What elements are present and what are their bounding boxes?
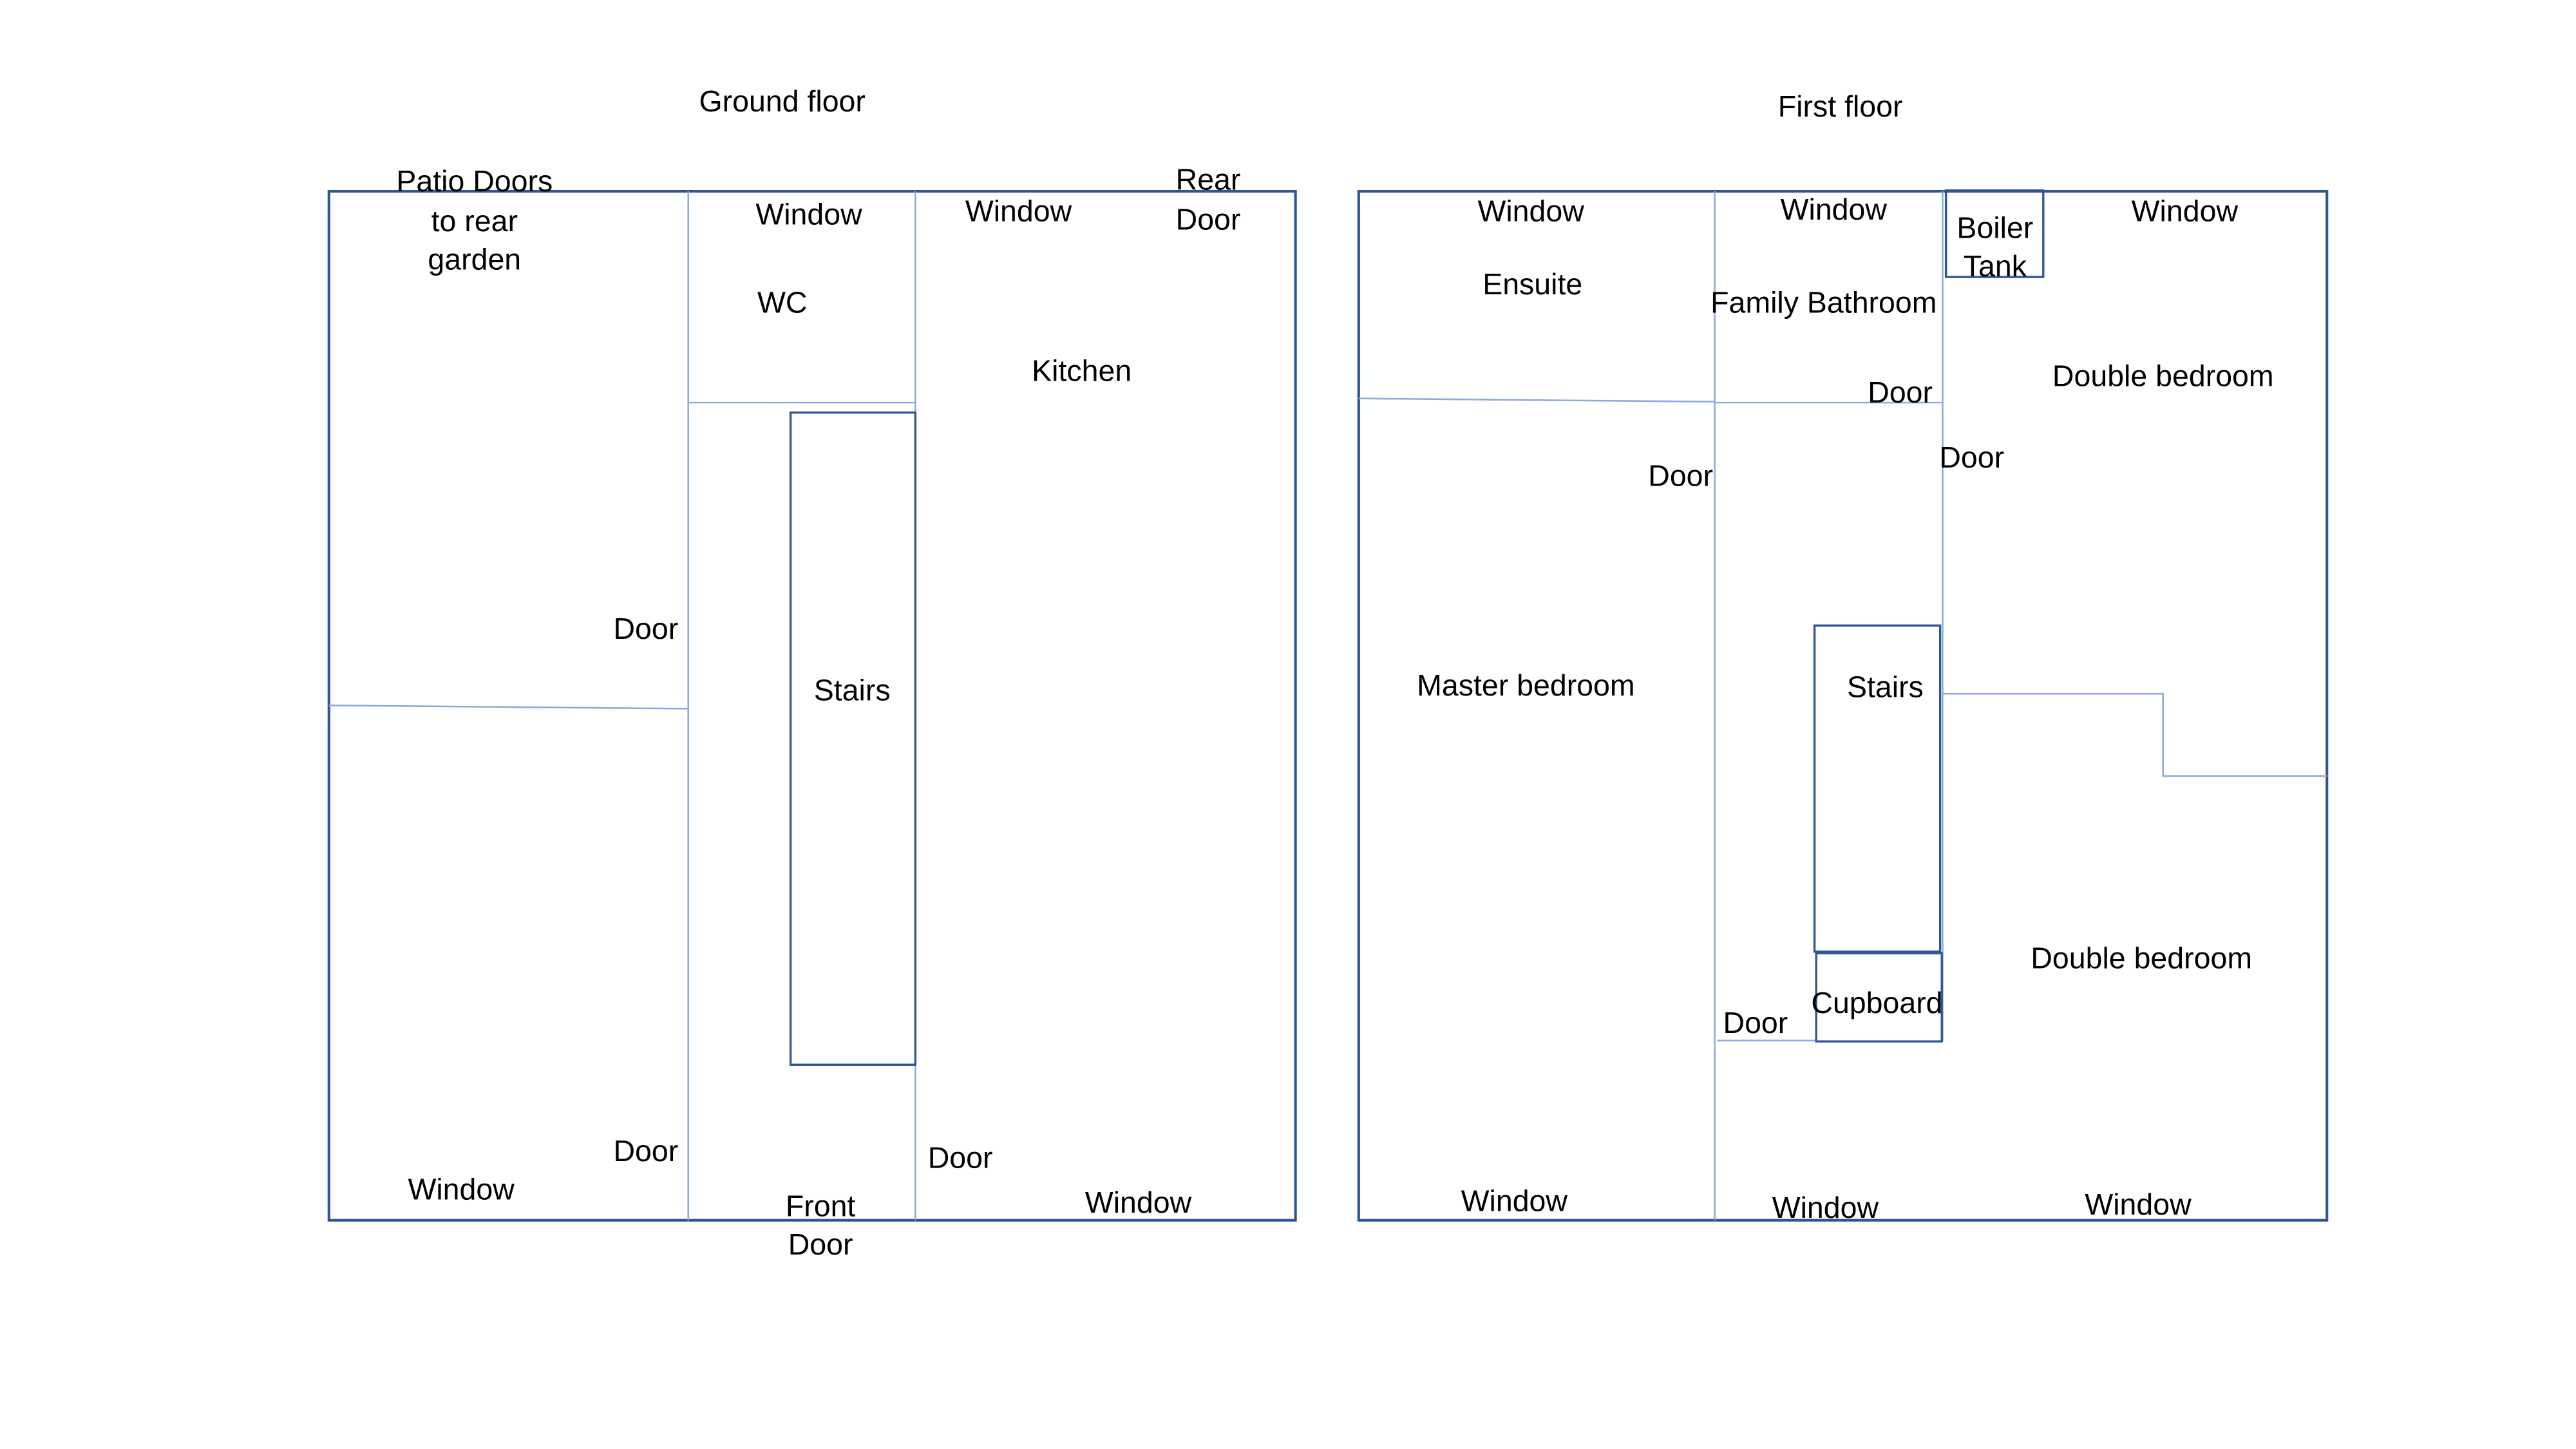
master-door-label: Door xyxy=(1648,459,1713,492)
landing-door-label: Door xyxy=(1723,1006,1788,1039)
boiler-label-line1: Boiler xyxy=(1956,211,2033,244)
kitchen-window-label: Window xyxy=(965,194,1072,228)
rear-door-label-line1: Rear xyxy=(1176,162,1241,196)
rear-bedroom-window-label: Window xyxy=(2132,194,2239,228)
ground-floor-outline xyxy=(327,190,1297,1222)
ground-floor-stairs-box xyxy=(789,411,917,1066)
rear-double-bedroom-label: Double bedroom xyxy=(2052,359,2274,392)
landing-window-label: Window xyxy=(1772,1191,1879,1224)
ground-floor-wall-dining xyxy=(328,705,688,710)
first-floor-outline xyxy=(1357,190,2329,1222)
wc-label: WC xyxy=(757,286,807,319)
ensuite-label: Ensuite xyxy=(1482,267,1582,301)
first-floor-stairs-box xyxy=(1813,624,1942,953)
patio-doors-label-line1: Patio Doors xyxy=(396,164,553,198)
first-floor-wall-bedrooms xyxy=(1942,692,2327,777)
front-door-label-line1: Front xyxy=(786,1189,856,1222)
ground-stairs-label: Stairs xyxy=(814,674,891,707)
ground-floor-title: Ground floor xyxy=(699,84,866,118)
kitchen-label: Kitchen xyxy=(1032,354,1132,388)
first-floor-wall-ensuite xyxy=(1358,397,1715,403)
rear-bedroom-door-label: Door xyxy=(1939,440,2004,474)
kitchen-front-window-label: Window xyxy=(1085,1186,1192,1219)
first-floor-plan: First floor Window Window Boiler Tank Wi… xyxy=(1357,90,2329,1224)
wc-window-label: Window xyxy=(755,198,862,231)
cupboard-label: Cupboard xyxy=(1811,986,1942,1019)
front-door-label-line2: Door xyxy=(788,1227,853,1261)
rear-door-label-line2: Door xyxy=(1176,202,1241,236)
front-double-bedroom-label: Double bedroom xyxy=(2031,941,2252,974)
boiler-label-line2: Tank xyxy=(1964,249,2027,283)
family-bathroom-label: Family Bathroom xyxy=(1710,286,1937,319)
first-stairs-label: Stairs xyxy=(1847,670,1924,703)
ensuite-window-label: Window xyxy=(1477,194,1584,228)
cupboard-box xyxy=(1815,952,1943,1043)
bathroom-window-label: Window xyxy=(1781,193,1888,226)
kitchen-door-label: Door xyxy=(928,1141,993,1174)
patio-doors-label-line2: to rear xyxy=(431,204,518,238)
first-floor-title: First floor xyxy=(1778,90,1903,123)
living-door-label: Door xyxy=(613,612,678,645)
ground-floor-plan: Ground floor Patio Doors to rear garden … xyxy=(327,84,1297,1261)
master-bedroom-label: Master bedroom xyxy=(1417,668,1634,702)
front-room-window-label: Window xyxy=(408,1173,515,1206)
patio-doors-label-line3: garden xyxy=(428,242,521,276)
bathroom-door-label: Door xyxy=(1868,375,1933,409)
boiler-tank-box xyxy=(1944,189,2045,278)
front-bedroom-window-label: Window xyxy=(2085,1188,2192,1221)
front-room-door-label: Door xyxy=(613,1134,678,1168)
master-window-label: Window xyxy=(1461,1184,1568,1218)
